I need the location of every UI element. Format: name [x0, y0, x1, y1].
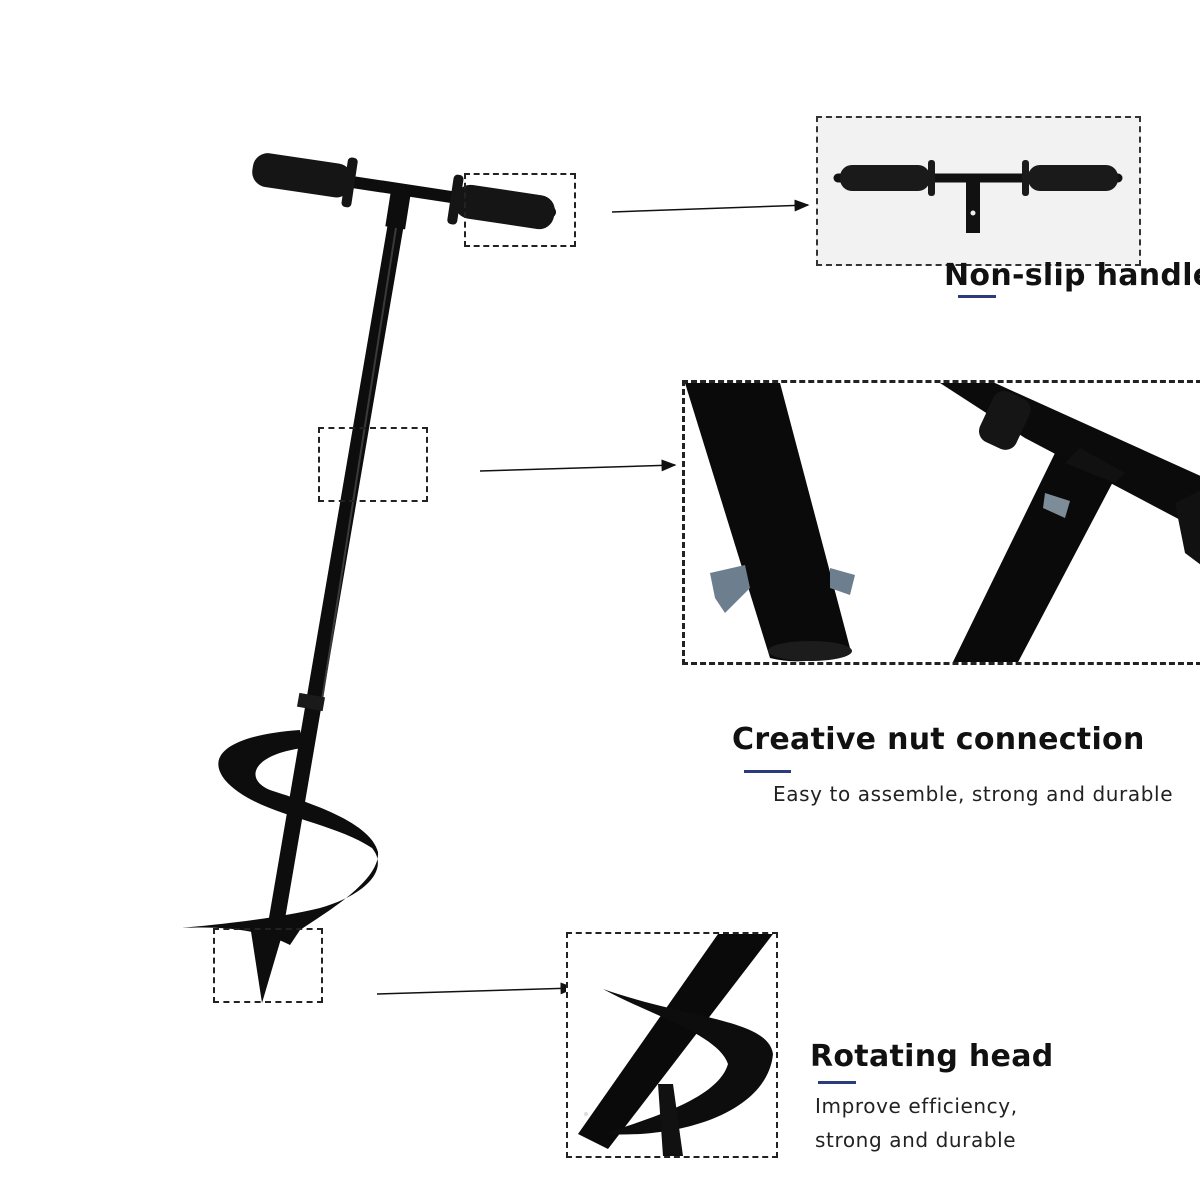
nut-title-underline: [744, 770, 791, 773]
handle-title-underline: [958, 295, 996, 298]
tip-marker-box: [213, 928, 323, 1003]
auger-head-detail-photo: [578, 934, 773, 1156]
head-subtitle-line2: strong and durable: [815, 1128, 1017, 1152]
head-detail-panel: [566, 932, 778, 1158]
head-subtitle-line1: Improve efficiency,: [815, 1094, 1018, 1118]
nut-title: Creative nut connection: [732, 722, 1145, 757]
head-title: Rotating head: [810, 1039, 1054, 1074]
head-title-underline: [818, 1081, 856, 1084]
nut-detail-panel: [682, 380, 1200, 665]
handle-marker-box: [464, 173, 576, 247]
handle-title: Non-slip handle: [944, 258, 1200, 293]
handle-detail-photo: [833, 160, 1123, 233]
nut-subtitle: Easy to assemble, strong and durable: [773, 782, 1174, 806]
nut-connection-detail-photo: [685, 383, 1200, 662]
handle-detail-panel: [816, 116, 1141, 266]
joint-marker-box: [318, 427, 428, 502]
